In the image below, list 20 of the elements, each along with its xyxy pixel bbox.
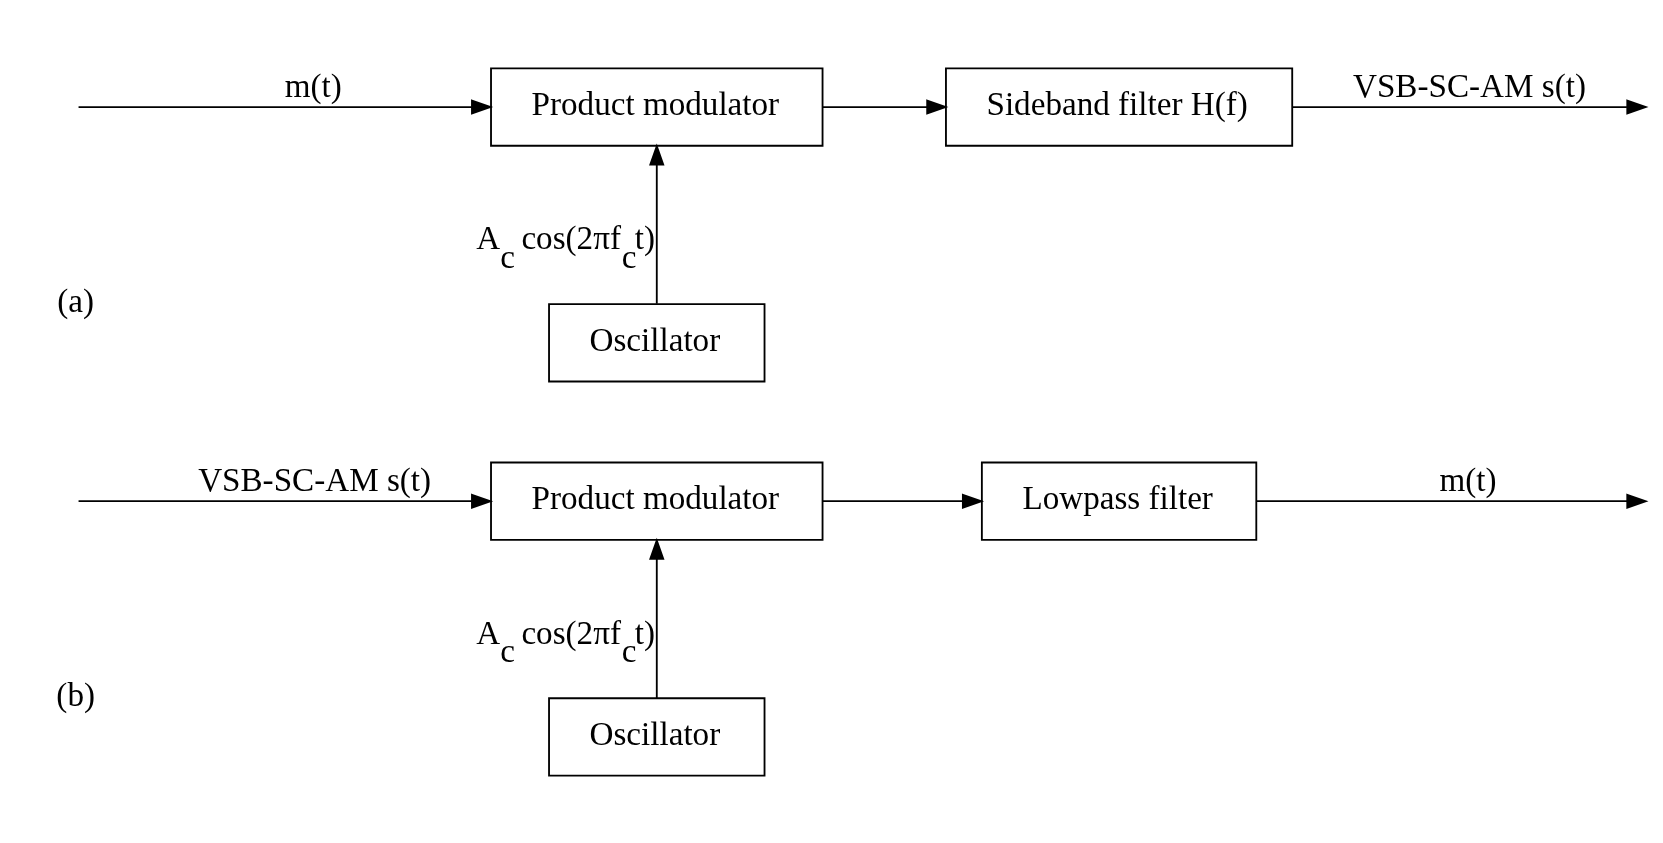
edge-label: VSB-SC-AM s(t)	[198, 460, 432, 498]
edge-label: VSB-SC-AM s(t)	[1353, 66, 1586, 104]
node-box: Product modulator	[490, 66, 824, 147]
arrow	[77, 98, 494, 115]
arrow	[822, 492, 985, 509]
arrow	[649, 142, 665, 305]
arrow	[1255, 492, 1649, 509]
arrow	[649, 537, 665, 699]
edge-label: m(t)	[284, 66, 342, 104]
node-box: Oscillator	[548, 696, 766, 777]
label: (a)	[57, 281, 95, 319]
edge-label: m(t)	[1439, 460, 1497, 498]
arrow	[1291, 98, 1649, 115]
node-box: Lowpass filter	[980, 461, 1258, 541]
node-box: Product modulator	[490, 461, 824, 541]
node-box: Sideband filter H(f)	[945, 66, 1294, 147]
arrow	[822, 98, 949, 115]
label: (b)	[56, 675, 95, 713]
arrow	[77, 492, 494, 509]
node-box: Oscillator	[548, 302, 766, 382]
